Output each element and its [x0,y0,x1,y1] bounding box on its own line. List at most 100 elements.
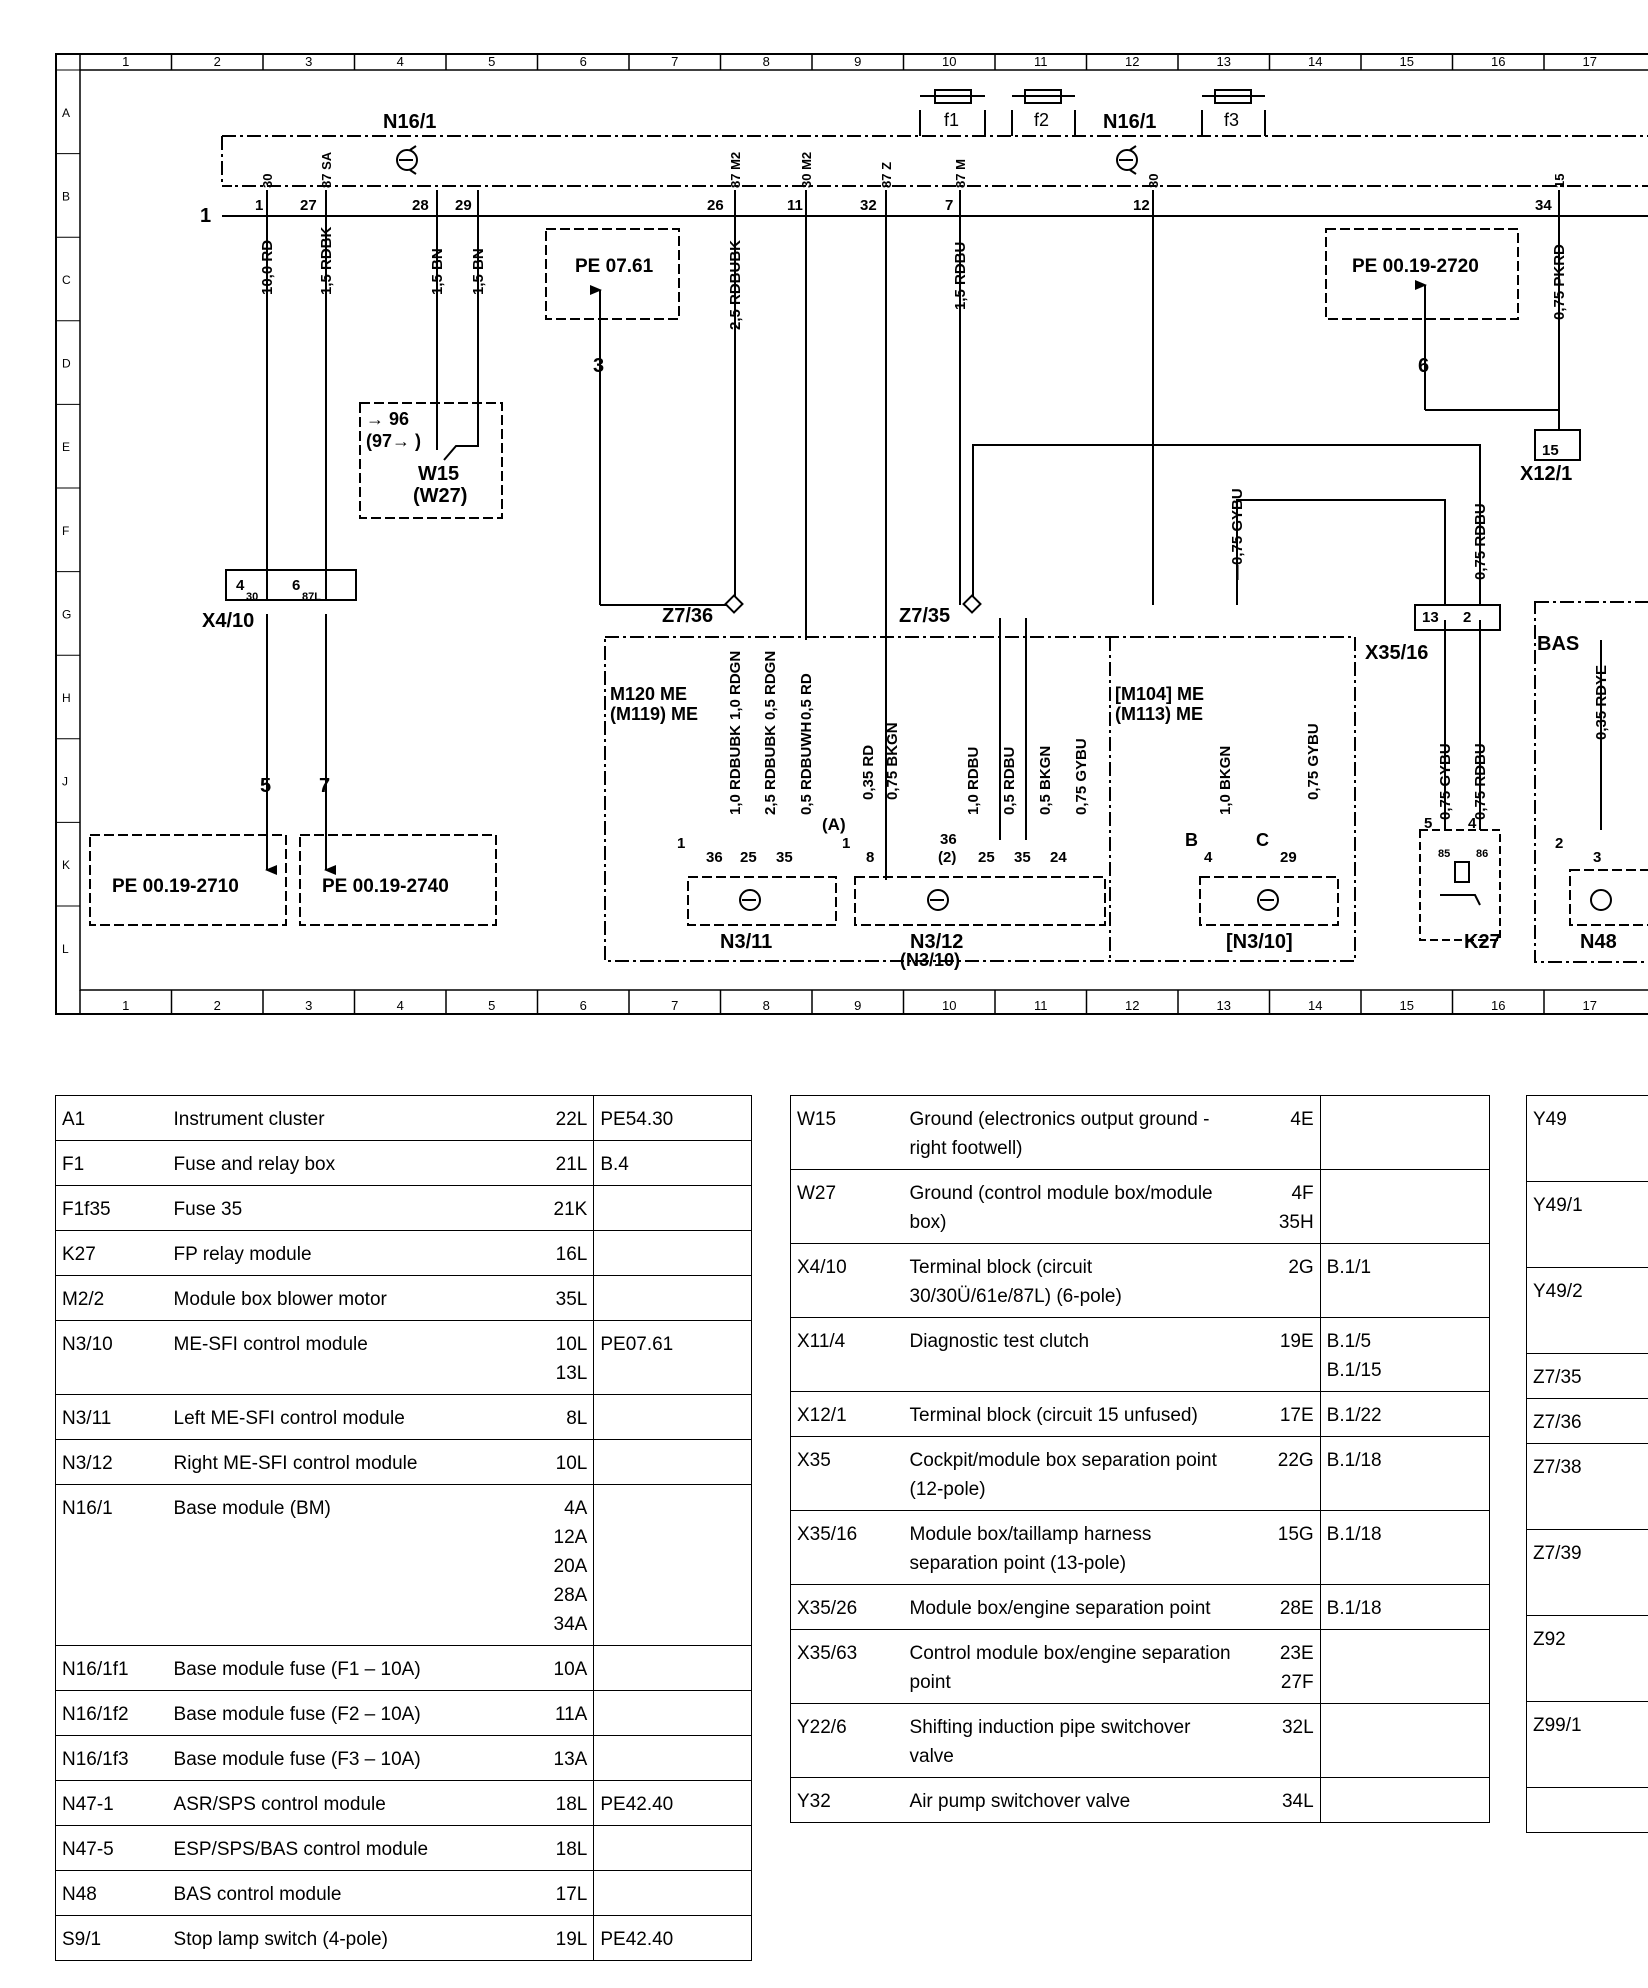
wire-label-0-75-pkrd: 0,75 PKRD [1551,244,1568,320]
cell-ref: B.1/18 [1319,1510,1491,1585]
cell-desc: Base module fuse (F2 – 10A) [167,1690,514,1736]
cell-id: S9/1 [54,1915,168,1961]
cell-id: Z7/38 [1526,1443,1648,1530]
arrow-label-5: 5 [260,775,271,797]
mark-a: (A) [822,815,846,834]
cell-loc: 18L [513,1825,595,1871]
cell-desc: Terminal block (circuit 15 unfused) [903,1391,1239,1437]
grid-col-17-top: 17 [1583,54,1597,69]
cell-id [1526,1787,1648,1833]
cell-id: Y49 [1526,1095,1648,1182]
pin-n312-8: 8 [866,849,874,866]
grid-col-4-bottom: 4 [397,998,404,1013]
grid-col-10-bottom: 10 [942,998,956,1013]
pin-x35-2: 2 [1463,609,1471,626]
wire-label-1-0-rdbu: 1,0 RDBU [965,747,982,815]
label-n16-1-right: N16/1 [1103,111,1156,133]
cell-desc: Stop lamp switch (4-pole) [167,1915,514,1961]
cell-loc: 22G [1238,1436,1321,1511]
wire-1-5-bn-b [443,216,479,461]
cell-loc: 17L [513,1870,595,1916]
grid-row-D: D [62,357,71,371]
label-x12-1: X12/1 [1520,463,1572,485]
grid-col-2-top: 2 [214,54,221,69]
label-f3: f3 [1224,110,1239,130]
cell-desc: Fuse 35 [167,1185,514,1231]
wire-label-0-5-rdbu: 0,5 RDBU [1001,747,1018,815]
wire-label-10-rd: 10,0 RD [259,240,276,295]
wire-label-0-35-rdye: 0,35 RDYE [1593,665,1610,740]
pin-n311-25: 25 [740,849,757,866]
cell-id: N16/1 [54,1484,168,1646]
cell-ref [1319,1703,1491,1778]
label-x35-16: X35/16 [1365,642,1428,664]
cell-ref [1319,1777,1491,1823]
cell-id: N47-5 [54,1825,168,1871]
pin-x4-4: 4 [236,577,245,594]
ref-pe-00-19-2720: PE 00.19-2720 [1352,256,1479,277]
grid-col-4-top: 4 [397,54,404,69]
wire-label-0-5-rd: 0,5 RD [798,673,815,720]
cell-ref: B.1/18 [1319,1436,1491,1511]
grid-col-3-top: 3 [305,54,312,69]
cell-desc: Air pump switchover valve [903,1777,1239,1823]
grid-row-H: H [62,691,71,705]
cell-loc: 35L [513,1275,595,1321]
cell-ref: B.1/22 [1319,1391,1491,1437]
grid-col-2-bottom: 2 [214,998,221,1013]
cell-loc: 28E [1238,1584,1321,1630]
term-30-a: 30 [260,174,275,188]
cell-ref: B.1/1 [1319,1243,1491,1318]
pin-n310-29: 29 [1280,849,1297,866]
table-row [1526,1787,1648,1833]
arrow-label-7: 7 [319,775,330,797]
cell-loc: 8L [513,1394,595,1440]
cell-desc: Control module box/engine separation poi… [903,1629,1239,1704]
grid-col-14-top: 14 [1308,54,1322,69]
cell-desc: BAS control module [167,1870,514,1916]
cell-loc: 18L [513,1780,595,1826]
cell-ref [593,1870,752,1916]
cell-desc: Base module fuse (F1 – 10A) [167,1645,514,1691]
cell-id: X35/16 [789,1510,904,1585]
cell-id: Y49/2 [1526,1267,1648,1354]
wire-label-0-75-gybu-d: 0,75 GYBU [1437,743,1454,820]
cell-id: Z7/39 [1526,1529,1648,1616]
cell-id: Z7/36 [1526,1398,1648,1444]
cell-id: N16/1f2 [54,1690,168,1736]
term-15: 15 [1552,174,1567,188]
pin-n312-35: 35 [1014,849,1031,866]
cell-id: N3/11 [54,1394,168,1440]
cell-id: Y49/1 [1526,1181,1648,1268]
cell-id: Y32 [789,1777,904,1823]
cell-desc: Left ME-SFI control module [167,1394,514,1440]
label-z7-35: Z7/35 [899,605,950,627]
cell-desc: Ground (electronics output ground - righ… [903,1095,1239,1170]
wire-label-0-75-rdbu-a: 0,75 RDBU [1472,503,1489,580]
cell-id: F1 [54,1140,168,1186]
ref-pe-07-61: PE 07.61 [575,256,654,277]
grid-row-A: A [62,106,70,120]
pin-n311-36: 36 [706,849,723,866]
pin-x12-15: 15 [1542,442,1559,459]
table-row: Z7/36 [1526,1398,1648,1444]
cell-loc: 34L [1238,1777,1321,1823]
grid-row-F: F [62,524,69,538]
cell-id: X4/10 [789,1243,904,1318]
term-30-b: 30 [1146,174,1161,188]
pin-k27-85: 85 [1438,848,1450,860]
wire-label-0-35-rd: 0,35 RD [860,745,877,800]
ref-box-pe-00-19-2740 [299,834,497,926]
